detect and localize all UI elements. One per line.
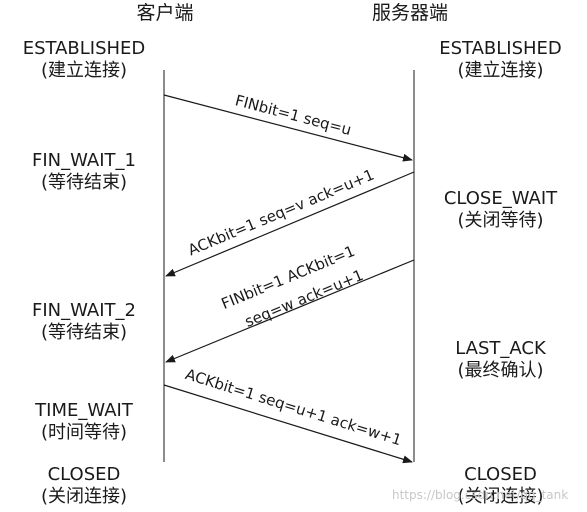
state-description: (关闭连接) xyxy=(40,486,128,507)
state-name: FIN_WAIT_1 xyxy=(31,150,136,171)
message-label-fin: FINbit=1 seq=u xyxy=(233,91,353,139)
client-state-fin-wait-1: FIN_WAIT_1 (等待结束) xyxy=(0,150,168,194)
ack-arrow-server-to-client xyxy=(165,171,415,277)
watermark-text: https://blog.csdn.net/qq_tank xyxy=(392,488,569,502)
server-state-last-ack: LAST_ACK (最终确认) xyxy=(414,338,587,382)
server-state-close-wait: CLOSE_WAIT (关闭等待) xyxy=(414,188,587,232)
state-name: TIME_WAIT xyxy=(35,400,133,421)
client-state-established: ESTABLISHED (建立连接) xyxy=(0,38,168,82)
message-label-final-ack: ACKbit=1 seq=u+1 ack=w+1 xyxy=(183,365,404,449)
state-name: CLOSED xyxy=(464,464,537,485)
state-description: (建立连接) xyxy=(40,60,128,81)
state-name: CLOSE_WAIT xyxy=(443,188,558,209)
client-header: 客户端 xyxy=(136,2,194,24)
state-description: (建立连接) xyxy=(457,60,544,81)
state-description: (关闭连接) xyxy=(457,486,544,507)
server-state-closed: CLOSED (关闭连接) xyxy=(414,464,587,508)
state-description: (等待结束) xyxy=(40,172,128,193)
server-header: 服务器端 xyxy=(371,2,448,24)
ack-arrow-client-to-server xyxy=(163,384,413,464)
state-name: ESTABLISHED xyxy=(22,38,146,59)
client-state-fin-wait-2: FIN_WAIT_2 (等待结束) xyxy=(0,300,168,344)
state-name: CLOSED xyxy=(47,464,121,485)
fin-ack-arrow-server-to-client xyxy=(165,259,415,363)
client-state-closed: CLOSED (关闭连接) xyxy=(0,464,168,508)
state-name: LAST_ACK xyxy=(455,338,546,359)
state-description: (时间等待) xyxy=(40,422,128,443)
state-description: (等待结束) xyxy=(40,322,128,343)
state-name: FIN_WAIT_2 xyxy=(31,300,136,321)
server-state-established: ESTABLISHED (建立连接) xyxy=(414,38,587,82)
state-description: (最终确认) xyxy=(457,360,544,381)
client-state-time-wait: TIME_WAIT (时间等待) xyxy=(0,400,168,444)
state-name: ESTABLISHED xyxy=(439,38,562,59)
fin-arrow-client-to-server xyxy=(163,94,413,162)
state-description: (关闭等待) xyxy=(457,210,544,231)
